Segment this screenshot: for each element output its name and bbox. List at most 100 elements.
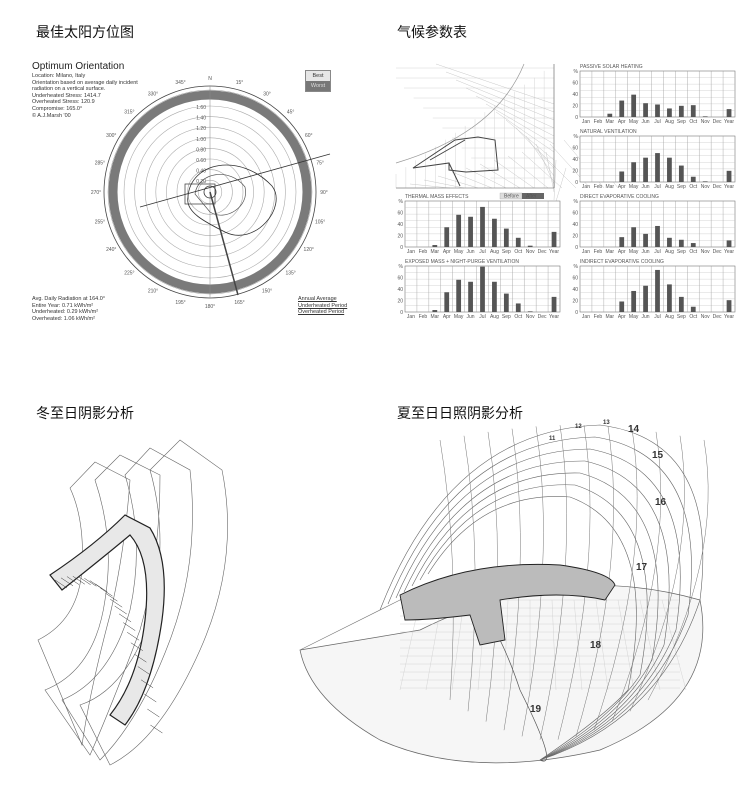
overheated-curve [187, 164, 277, 236]
x-tick-label: Year [724, 249, 734, 255]
x-tick-label: Year [724, 314, 734, 320]
building-grid [126, 632, 140, 641]
bar [503, 228, 509, 247]
y-tick-label: 40 [397, 287, 403, 293]
diag-line [521, 151, 563, 189]
bar [643, 233, 648, 247]
legend-worst: Worst [306, 81, 330, 91]
x-tick-label: Mar [605, 249, 614, 255]
x-tick-label: Year [549, 249, 559, 255]
compass-label: 15° [236, 80, 244, 86]
info-line: radiation on a vertical surface. [32, 86, 106, 93]
building-grid [118, 613, 132, 623]
y-tick-label: 20 [572, 104, 578, 110]
bar [456, 279, 462, 312]
building-grid [144, 693, 157, 703]
x-tick-label: Dec [538, 249, 547, 255]
building-grid [66, 576, 80, 585]
building-grid [137, 666, 150, 675]
x-tick-label: Jul [654, 119, 660, 125]
diag-line [479, 163, 521, 189]
x-tick-label: Aug [665, 249, 674, 255]
x-tick-label: Sep [502, 249, 511, 255]
bar [619, 171, 625, 182]
diag-line [451, 171, 493, 189]
bar [619, 301, 625, 312]
y-tick-label: 40 [397, 222, 403, 228]
building-grid [130, 642, 143, 651]
x-tick-label: Nov [526, 314, 535, 320]
building-grid [84, 578, 97, 587]
bar [631, 227, 637, 247]
bar [726, 300, 732, 312]
x-tick-label: Mar [605, 184, 614, 190]
y-tick-label: 0 [575, 115, 578, 121]
ring-label: 1.00 [196, 137, 206, 143]
bar [527, 311, 533, 312]
y-tick-label: % [574, 199, 579, 205]
x-tick-label: Jun [642, 249, 650, 255]
building-grid [150, 724, 163, 734]
x-tick-label: Apr [618, 314, 626, 320]
hour-label: 18 [590, 640, 602, 651]
dome-longitude [611, 431, 661, 722]
y-tick-label: 0 [575, 310, 578, 316]
bar [690, 243, 696, 247]
bar [527, 245, 533, 247]
ring-label: 1.60 [196, 105, 206, 111]
bar [678, 296, 684, 312]
dome-longitude [463, 435, 476, 712]
building-grid [147, 708, 160, 718]
x-tick-label: Jul [479, 249, 485, 255]
shadow-outline [37, 461, 131, 747]
y-tick-label: 40 [572, 222, 578, 228]
hour-label: 15 [652, 450, 664, 461]
x-tick-label: Year [724, 119, 734, 125]
x-tick-label: Mar [605, 314, 614, 320]
ring-label: 0.80 [196, 147, 206, 153]
x-tick-label: Dec [538, 314, 547, 320]
footer-line: Overheated: 1.06 kWh/m² [32, 315, 95, 322]
bar [655, 225, 660, 247]
x-tick-label: Apr [618, 184, 626, 190]
bar [678, 105, 684, 117]
bar [667, 284, 672, 312]
bar [631, 290, 637, 312]
building-grid [95, 583, 108, 593]
y-tick-label: % [574, 134, 579, 140]
x-tick-label: Apr [618, 249, 626, 255]
x-tick-label: Dec [713, 314, 722, 320]
bar [607, 113, 613, 117]
x-tick-label: Nov [701, 184, 710, 190]
ring-label: 0.20 [196, 179, 206, 185]
y-tick-label: 60 [397, 211, 403, 217]
building-grid [110, 598, 123, 608]
orientation-footer: Avg. Daily Radiation at 164.0° Entire Ye… [32, 296, 105, 322]
compass-label: 195° [175, 300, 185, 306]
x-tick-label: Sep [677, 249, 686, 255]
x-tick-label: Oct [514, 314, 522, 320]
y-tick-label: 60 [572, 146, 578, 152]
bar [702, 181, 708, 182]
x-tick-label: Oct [689, 314, 697, 320]
x-tick-label: Feb [594, 119, 603, 125]
compass-label: 240° [106, 247, 116, 253]
bar [492, 281, 497, 312]
shadow-outline [61, 447, 193, 761]
diag-line [423, 179, 465, 189]
y-tick-label: 40 [572, 157, 578, 163]
x-tick-label: Feb [419, 314, 428, 320]
x-tick-label: Jun [467, 314, 475, 320]
bar [690, 306, 696, 312]
orientation-info: Optimum Orientation Location: Milano, It… [32, 61, 138, 119]
x-tick-label: Jul [654, 314, 660, 320]
building-grid [134, 653, 147, 663]
dome-latitude [379, 424, 704, 761]
bar [667, 237, 672, 247]
annual-curve [194, 174, 246, 216]
x-tick-label: Aug [665, 119, 674, 125]
compass-label: 105° [315, 220, 325, 226]
center-mark [203, 185, 217, 199]
